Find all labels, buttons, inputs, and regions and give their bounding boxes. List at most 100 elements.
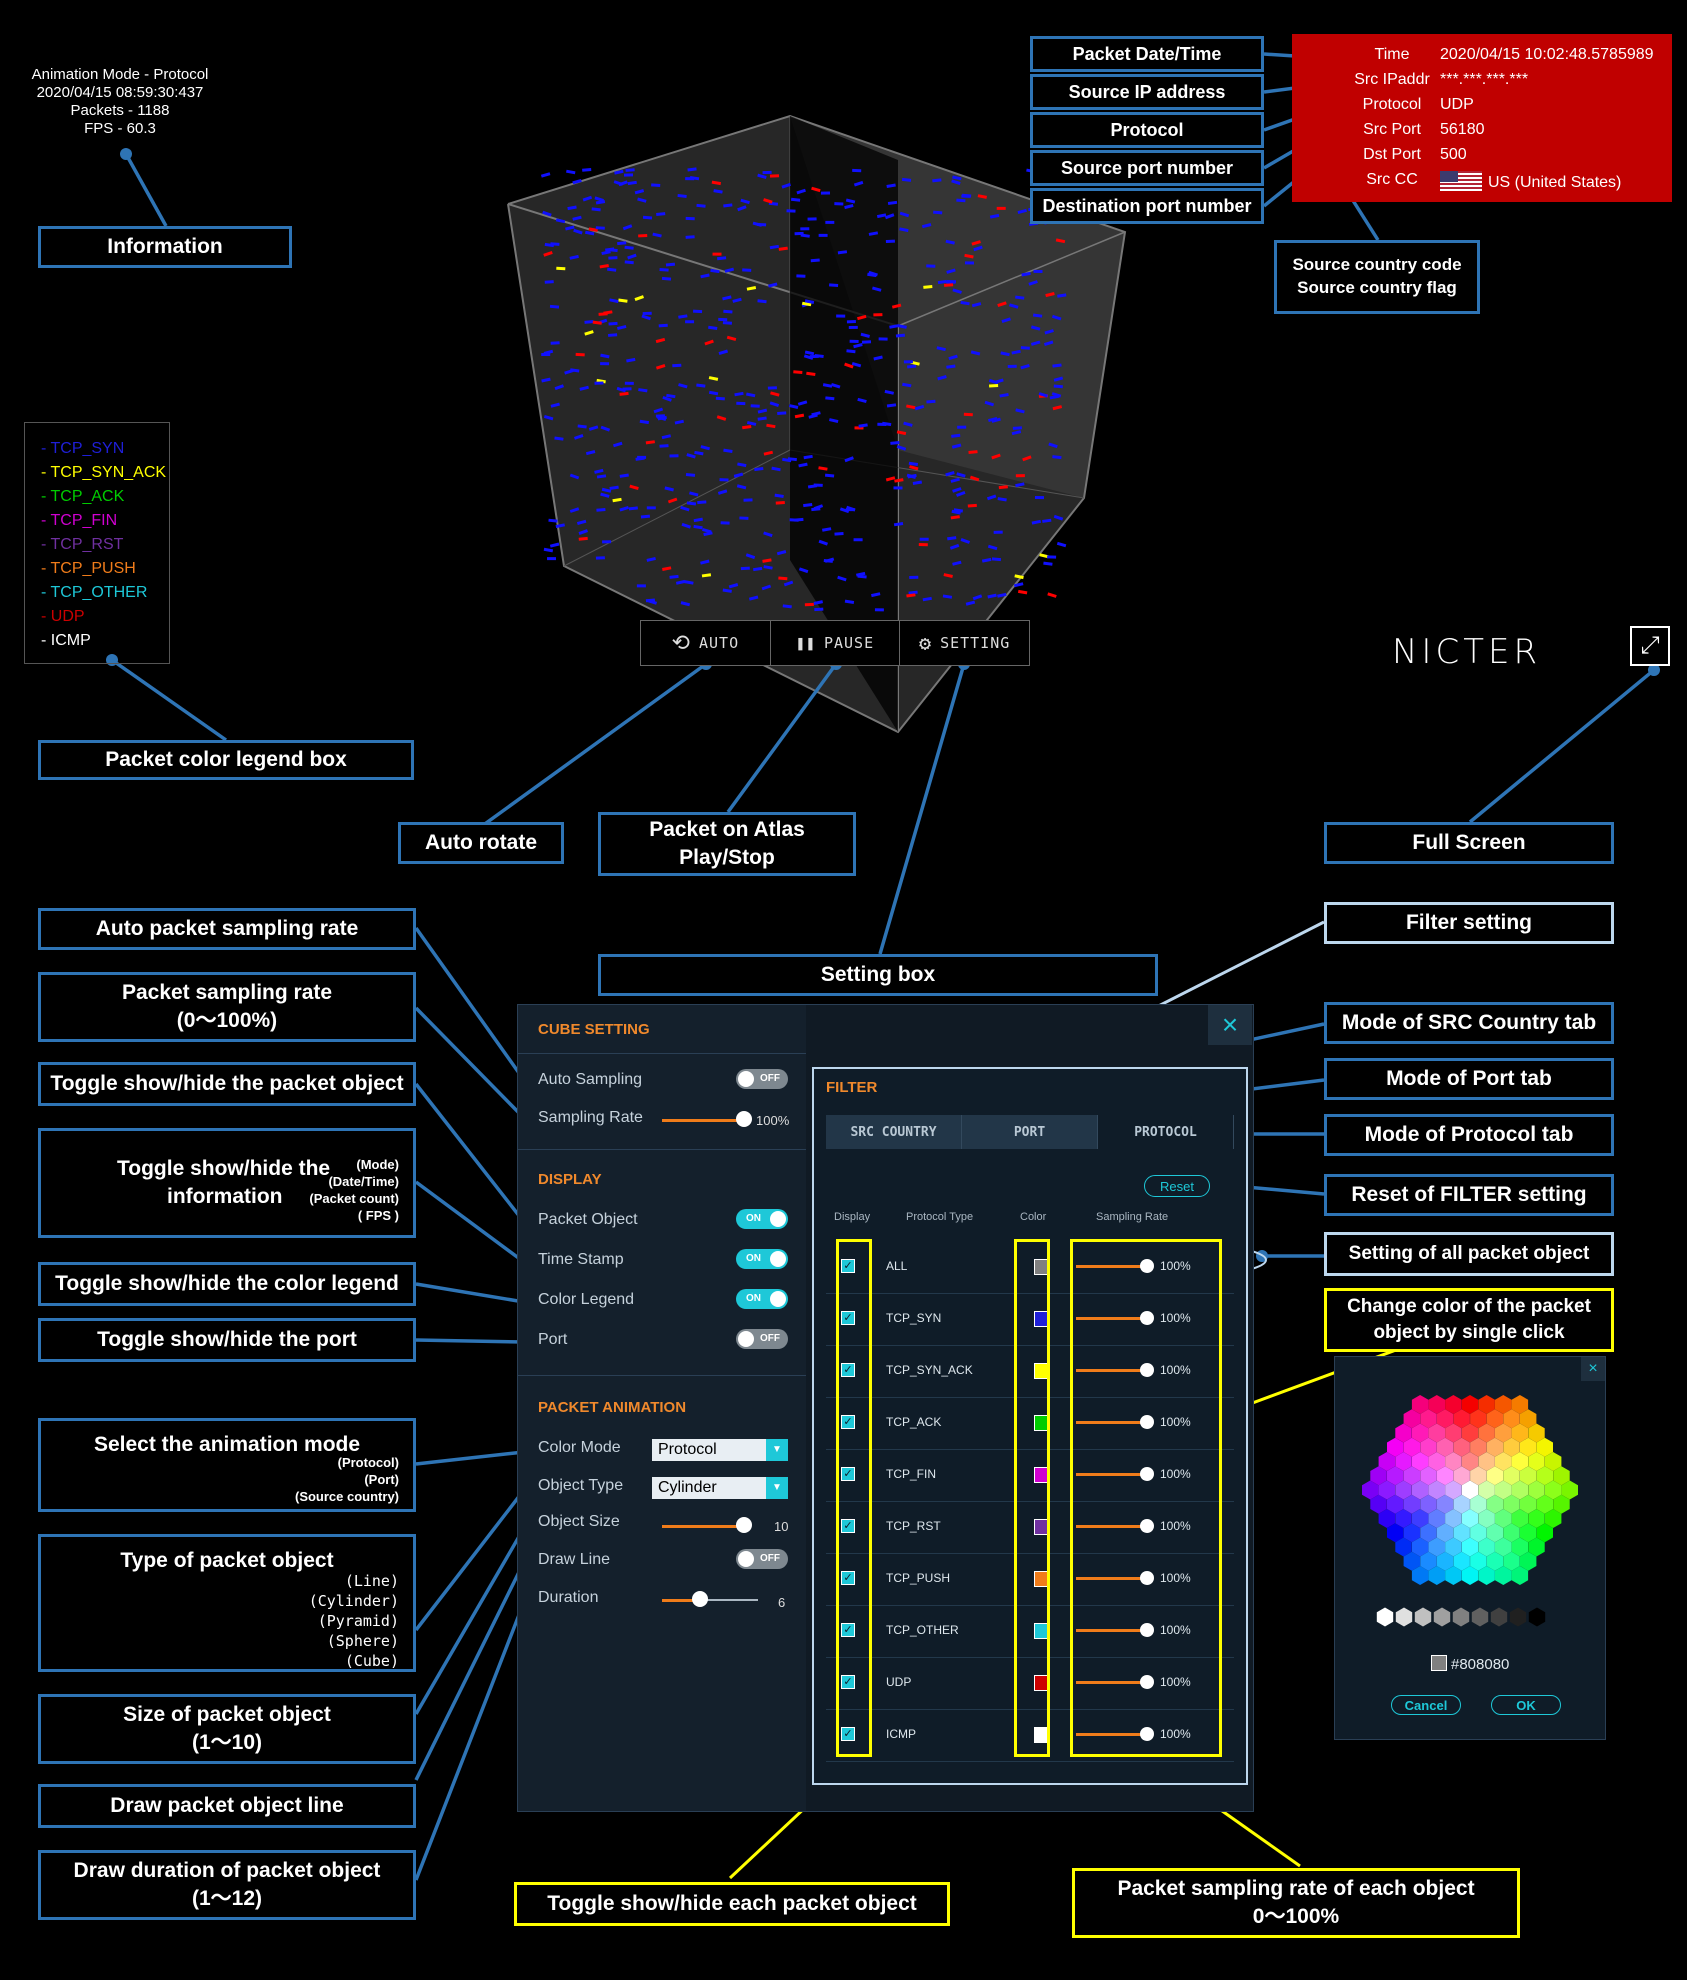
rate-slider[interactable] (1076, 1577, 1146, 1580)
color-cell[interactable] (1445, 1566, 1462, 1585)
color-cell[interactable] (1445, 1480, 1462, 1500)
rate-slider[interactable] (1076, 1369, 1146, 1372)
rate-knob[interactable] (1140, 1571, 1154, 1585)
color-cell[interactable] (1420, 1494, 1437, 1514)
close-icon[interactable]: × (1581, 1357, 1605, 1381)
ok-button[interactable]: OK (1491, 1695, 1561, 1715)
rate-knob[interactable] (1140, 1311, 1154, 1325)
tab-src-country[interactable]: SRC COUNTRY (826, 1115, 962, 1149)
color-cell[interactable] (1436, 1551, 1454, 1571)
color-cell[interactable] (1544, 1452, 1562, 1471)
color-cell[interactable] (1478, 1452, 1495, 1471)
close-icon[interactable]: × (1208, 1005, 1252, 1045)
color-cell[interactable] (1478, 1395, 1495, 1414)
color-cell[interactable] (1536, 1523, 1553, 1543)
object-size-slider[interactable] (662, 1525, 742, 1528)
color-cell[interactable] (1470, 1409, 1487, 1429)
color-cell[interactable] (1486, 1551, 1504, 1571)
display-checkbox[interactable]: ✓ (841, 1415, 855, 1429)
color-cell[interactable] (1495, 1537, 1512, 1557)
color-cell[interactable] (1486, 1409, 1504, 1429)
color-cell[interactable] (1378, 1509, 1396, 1528)
color-cell[interactable] (1470, 1523, 1487, 1543)
color-cell[interactable] (1528, 1509, 1545, 1528)
grey-cell[interactable] (1414, 1607, 1432, 1627)
rate-knob[interactable] (1140, 1519, 1154, 1533)
color-cell[interactable] (1528, 1423, 1545, 1443)
color-cell[interactable] (1528, 1480, 1545, 1500)
display-checkbox[interactable]: ✓ (841, 1519, 855, 1533)
color-cell[interactable] (1420, 1523, 1437, 1543)
grey-cell[interactable] (1471, 1607, 1489, 1627)
rate-slider[interactable] (1076, 1733, 1146, 1736)
grey-cell[interactable] (1528, 1607, 1546, 1627)
grey-cell[interactable] (1452, 1607, 1470, 1627)
object-size-knob[interactable] (736, 1517, 752, 1533)
color-cell[interactable] (1428, 1480, 1446, 1500)
color-cell[interactable] (1403, 1409, 1420, 1429)
color-cell[interactable] (1411, 1395, 1429, 1414)
color-cell[interactable] (1436, 1437, 1454, 1457)
color-cell[interactable] (1528, 1537, 1545, 1557)
color-cell[interactable] (1411, 1423, 1429, 1443)
display-checkbox[interactable]: ✓ (841, 1623, 855, 1637)
color-cell[interactable] (1420, 1466, 1437, 1486)
color-cell[interactable] (1453, 1466, 1470, 1486)
color-cell[interactable] (1445, 1452, 1462, 1471)
color-cell[interactable] (1520, 1466, 1537, 1486)
color-cell[interactable] (1503, 1466, 1520, 1486)
color-cell[interactable] (1495, 1452, 1512, 1471)
color-cell[interactable] (1528, 1452, 1545, 1471)
display-checkbox[interactable]: ✓ (841, 1727, 855, 1741)
color-cell[interactable] (1428, 1452, 1446, 1471)
reset-button[interactable]: Reset (1144, 1175, 1210, 1197)
color-cell[interactable] (1453, 1494, 1470, 1514)
color-cell[interactable] (1503, 1494, 1520, 1514)
color-cell[interactable] (1461, 1395, 1479, 1414)
full-screen-icon[interactable]: ⤢ (1630, 626, 1670, 666)
color-cell[interactable] (1411, 1480, 1429, 1500)
color-cell[interactable] (1553, 1466, 1570, 1486)
color-cell[interactable] (1486, 1466, 1504, 1486)
color-cell[interactable] (1445, 1423, 1462, 1443)
grey-cell[interactable] (1433, 1607, 1451, 1627)
color-cell[interactable] (1544, 1480, 1562, 1500)
color-cell[interactable] (1511, 1537, 1529, 1557)
color-cell[interactable] (1395, 1423, 1412, 1443)
color-cell[interactable] (1395, 1452, 1412, 1471)
rate-slider[interactable] (1076, 1421, 1146, 1424)
color-cell[interactable] (1511, 1480, 1529, 1500)
color-cell[interactable] (1411, 1452, 1429, 1471)
color-cell[interactable] (1378, 1480, 1396, 1500)
color-cell[interactable] (1436, 1409, 1454, 1429)
rate-slider[interactable] (1076, 1317, 1146, 1320)
color-cell[interactable] (1520, 1494, 1537, 1514)
color-cell[interactable] (1520, 1551, 1537, 1571)
rate-knob[interactable] (1140, 1675, 1154, 1689)
sampling-rate-slider[interactable] (662, 1119, 742, 1122)
grey-cell[interactable] (1509, 1607, 1527, 1627)
color-cell[interactable] (1453, 1409, 1470, 1429)
color-cell[interactable] (1378, 1452, 1396, 1471)
color-cell[interactable] (1461, 1537, 1479, 1557)
color-cell[interactable] (1511, 1509, 1529, 1528)
color-cell[interactable] (1403, 1466, 1420, 1486)
color-cell[interactable] (1428, 1423, 1446, 1443)
color-cell[interactable] (1478, 1423, 1495, 1443)
grey-cell[interactable] (1395, 1607, 1413, 1627)
rate-knob[interactable] (1140, 1467, 1154, 1481)
rate-knob[interactable] (1140, 1363, 1154, 1377)
color-cell[interactable] (1420, 1437, 1437, 1457)
color-cell[interactable] (1503, 1437, 1520, 1457)
time-stamp-toggle[interactable]: ON (736, 1249, 788, 1269)
color-cell[interactable] (1478, 1566, 1495, 1585)
color-cell[interactable] (1511, 1566, 1529, 1585)
color-cell[interactable] (1544, 1509, 1562, 1528)
color-cell[interactable] (1561, 1480, 1579, 1500)
color-cell[interactable] (1495, 1509, 1512, 1528)
color-cell[interactable] (1478, 1537, 1495, 1557)
color-cell[interactable] (1420, 1409, 1437, 1429)
packet-object-toggle[interactable]: ON (736, 1209, 788, 1229)
color-cell[interactable] (1495, 1423, 1512, 1443)
color-cell[interactable] (1536, 1466, 1553, 1486)
